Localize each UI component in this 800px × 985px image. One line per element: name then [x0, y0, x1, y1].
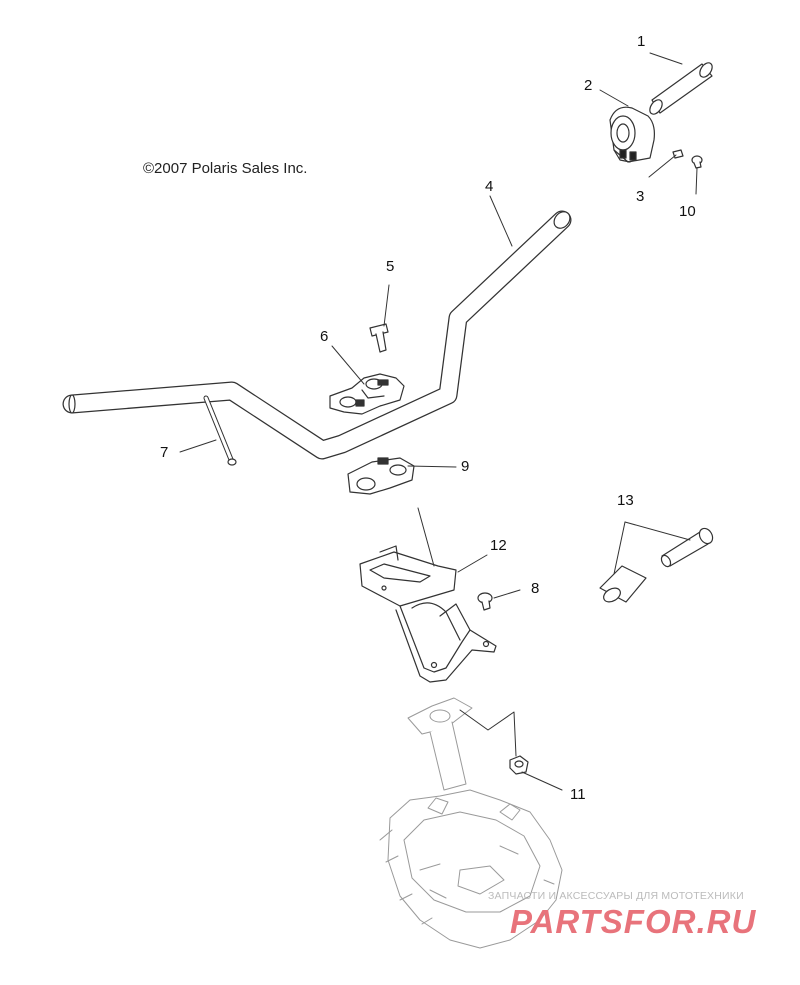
- callout-12: 12: [490, 537, 507, 554]
- screw-part-10: [692, 156, 702, 168]
- callout-4: 4: [485, 178, 494, 195]
- rod-part-7: [206, 398, 236, 465]
- nut-part-11: [510, 756, 528, 774]
- handlebar-part: [69, 209, 573, 450]
- leader-lines: [179, 52, 698, 791]
- riser-bracket-part-12: [360, 546, 496, 682]
- throttle-housing-part-2: [610, 107, 654, 162]
- callout-3: 3: [636, 188, 645, 205]
- grip-part-1: [647, 61, 714, 117]
- watermark-tagline: ЗАПЧАСТИ И АКСЕССУАРЫ ДЛЯ МОТОТЕХНИКИ: [488, 890, 744, 902]
- callout-10: 10: [679, 203, 696, 220]
- callout-5: 5: [386, 258, 395, 275]
- callout-9: 9: [461, 458, 470, 475]
- callout-11: 11: [570, 786, 586, 803]
- bolt-part-8: [478, 593, 492, 610]
- bar-end-part-13: [600, 526, 715, 605]
- callout-6: 6: [320, 328, 329, 345]
- callout-13: 13: [617, 492, 634, 509]
- lower-clamp-part-9: [348, 458, 414, 494]
- copyright-notice: ©2007 Polaris Sales Inc.: [143, 160, 308, 177]
- steering-mount-assembly: [380, 698, 562, 948]
- callout-8: 8: [531, 580, 540, 597]
- watermark-logo: PARTSFOR.RU: [510, 903, 757, 940]
- callout-7: 7: [160, 444, 169, 461]
- callout-1: 1: [637, 33, 646, 50]
- upper-clamp-part-6: [330, 374, 404, 414]
- callout-2: 2: [584, 77, 593, 94]
- bolt-part-5: [370, 324, 388, 352]
